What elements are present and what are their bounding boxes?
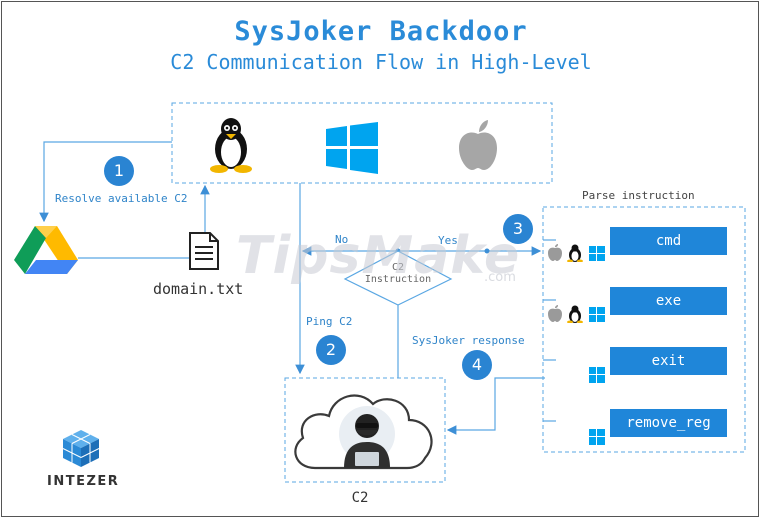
apple-icon — [459, 120, 497, 170]
exit-windows-icon — [589, 367, 605, 383]
ping-label: Ping C2 — [306, 315, 353, 328]
decision-label: C2 Instruction — [345, 262, 451, 286]
no-label: No — [335, 233, 349, 246]
response-label: SysJoker response — [412, 334, 525, 347]
remove-reg-button: remove_reg — [610, 409, 727, 437]
file-icon — [189, 232, 219, 270]
watermark-text: TipsMake — [236, 226, 521, 286]
decision-label-line2: Instruction — [364, 274, 432, 285]
response-arrow — [446, 377, 545, 435]
resolve-label: Resolve available C2 — [55, 192, 188, 205]
commands-box — [542, 206, 746, 453]
google-drive-icon — [14, 226, 78, 274]
decision-label-line1: C2 — [391, 262, 405, 273]
linux-icon — [210, 118, 252, 173]
exit-button: exit — [610, 347, 727, 375]
c2-box — [284, 377, 446, 483]
hacker-icon — [339, 406, 395, 468]
watermark-suffix: .com — [484, 270, 516, 285]
step-2: 2 — [316, 335, 346, 365]
domain-file-label: domain.txt — [153, 280, 244, 298]
cmd-button: cmd — [610, 227, 727, 255]
cmd-os-icons — [548, 244, 605, 262]
step-1: 1 — [104, 156, 134, 186]
diagram-subtitle: C2 Communication Flow in High-Level — [170, 50, 592, 74]
exe-os-icons — [548, 305, 605, 323]
remove-reg-windows-icon — [589, 429, 605, 445]
resolve-arrow — [39, 141, 172, 223]
step-4: 4 — [462, 350, 492, 380]
windows-icon — [326, 122, 378, 174]
os-group-box — [171, 102, 553, 184]
step-3: 3 — [503, 214, 533, 244]
exe-button: exe — [610, 287, 727, 315]
c2-label: C2 — [351, 490, 369, 506]
intezer-cube-icon — [62, 430, 100, 467]
decision-dot-right — [484, 248, 490, 254]
parse-label: Parse instruction — [582, 189, 695, 202]
diagram-title: SysJoker Backdoor — [234, 16, 528, 47]
intezer-brand: INTEZER — [47, 474, 120, 489]
yes-label: Yes — [438, 234, 458, 247]
